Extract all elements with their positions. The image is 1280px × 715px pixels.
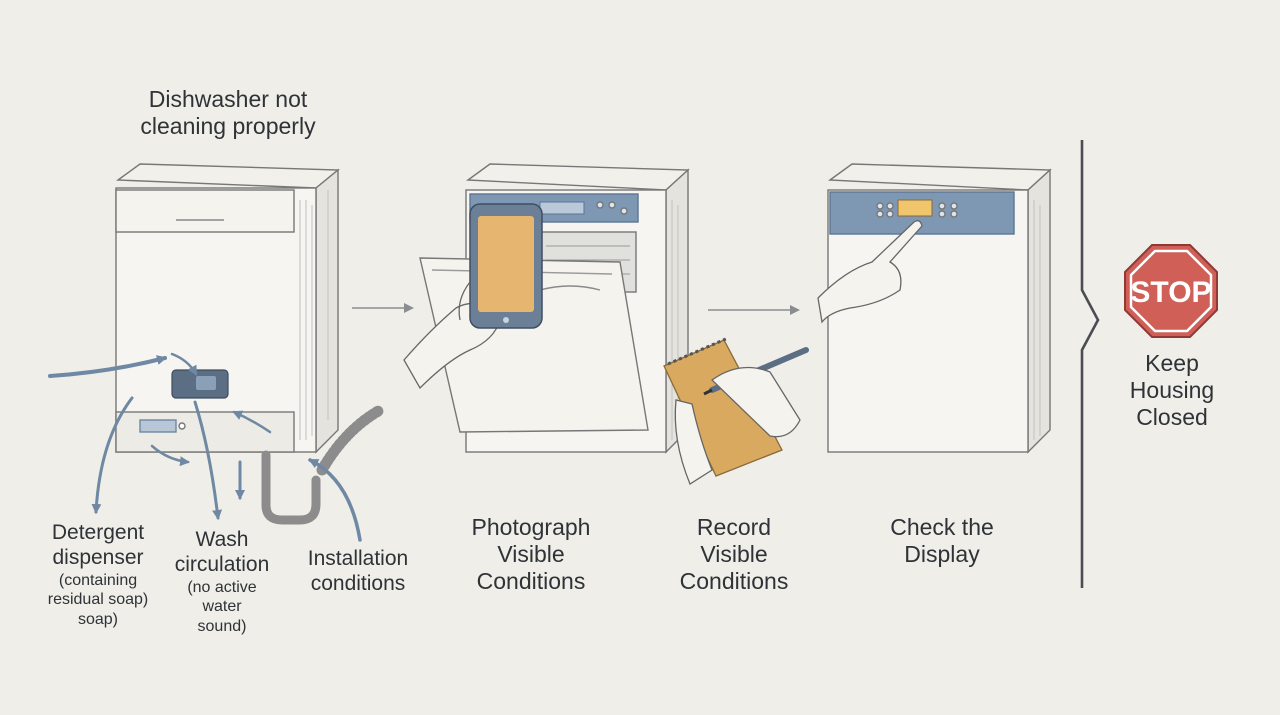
installation-line-1: Installation [307,547,409,570]
label-wash-circulation: Wash circulation (no active water sound) [166,528,278,636]
label-installation-conditions: Installation conditions [296,547,420,597]
divider-line [1080,140,1100,588]
step-1-line-2: Visible [497,541,565,568]
drain-pipe [261,404,386,525]
step-photograph: Photograph Visible Conditions [456,514,606,595]
stop-line-1: Keep [1145,350,1199,376]
detergent-note-2: residual soap) [47,591,149,609]
wash-note-3: sound) [197,617,247,635]
step-2-line-2: Visible [700,541,768,568]
step-3-line-2: Display [904,541,980,568]
wash-line-1: Wash [195,528,249,551]
stop-line-2: Housing [1129,377,1215,404]
dishwasher-3 [827,163,1052,454]
detergent-line-1: Detergent [51,521,145,544]
title-line-2: cleaning properly [140,113,316,140]
title-line-1: Dishwasher not [148,86,308,112]
dishwasher-1 [115,163,340,454]
installation-line-2: conditions [310,571,406,595]
wash-note-1: (no active [187,578,257,596]
detergent-note-1: (containing [58,571,138,589]
detergent-dispenser-icon [171,369,229,399]
notepad-and-pen [663,336,809,485]
step-record: Record Visible Conditions [662,514,806,595]
label-detergent-dispenser: Detergent dispenser (containing residual… [36,521,160,629]
wash-note-2: water [202,598,242,616]
detergent-note-3: soap) [77,610,119,628]
step-3-line-1: Check the [890,514,994,540]
stop-caption: Keep Housing Closed [1112,350,1232,431]
detergent-line-2: dispenser [52,545,144,569]
stop-sign-text: STOP [1130,276,1211,309]
step-2-line-3: Conditions [679,568,789,595]
step-arrows [352,303,800,315]
step-check-display: Check the Display [870,514,1014,568]
wash-line-2: circulation [174,552,270,576]
pointing-hand [817,220,923,324]
step-1-line-3: Conditions [476,568,586,595]
stop-sign: STOP [1124,244,1218,338]
stop-line-3: Closed [1136,404,1208,431]
diagram-title: Dishwasher not cleaning properly [128,86,328,140]
step-2-line-1: Record [696,514,772,540]
issue-arrows [48,352,362,542]
hand-with-phone [403,203,543,390]
step-1-line-1: Photograph [471,514,591,540]
